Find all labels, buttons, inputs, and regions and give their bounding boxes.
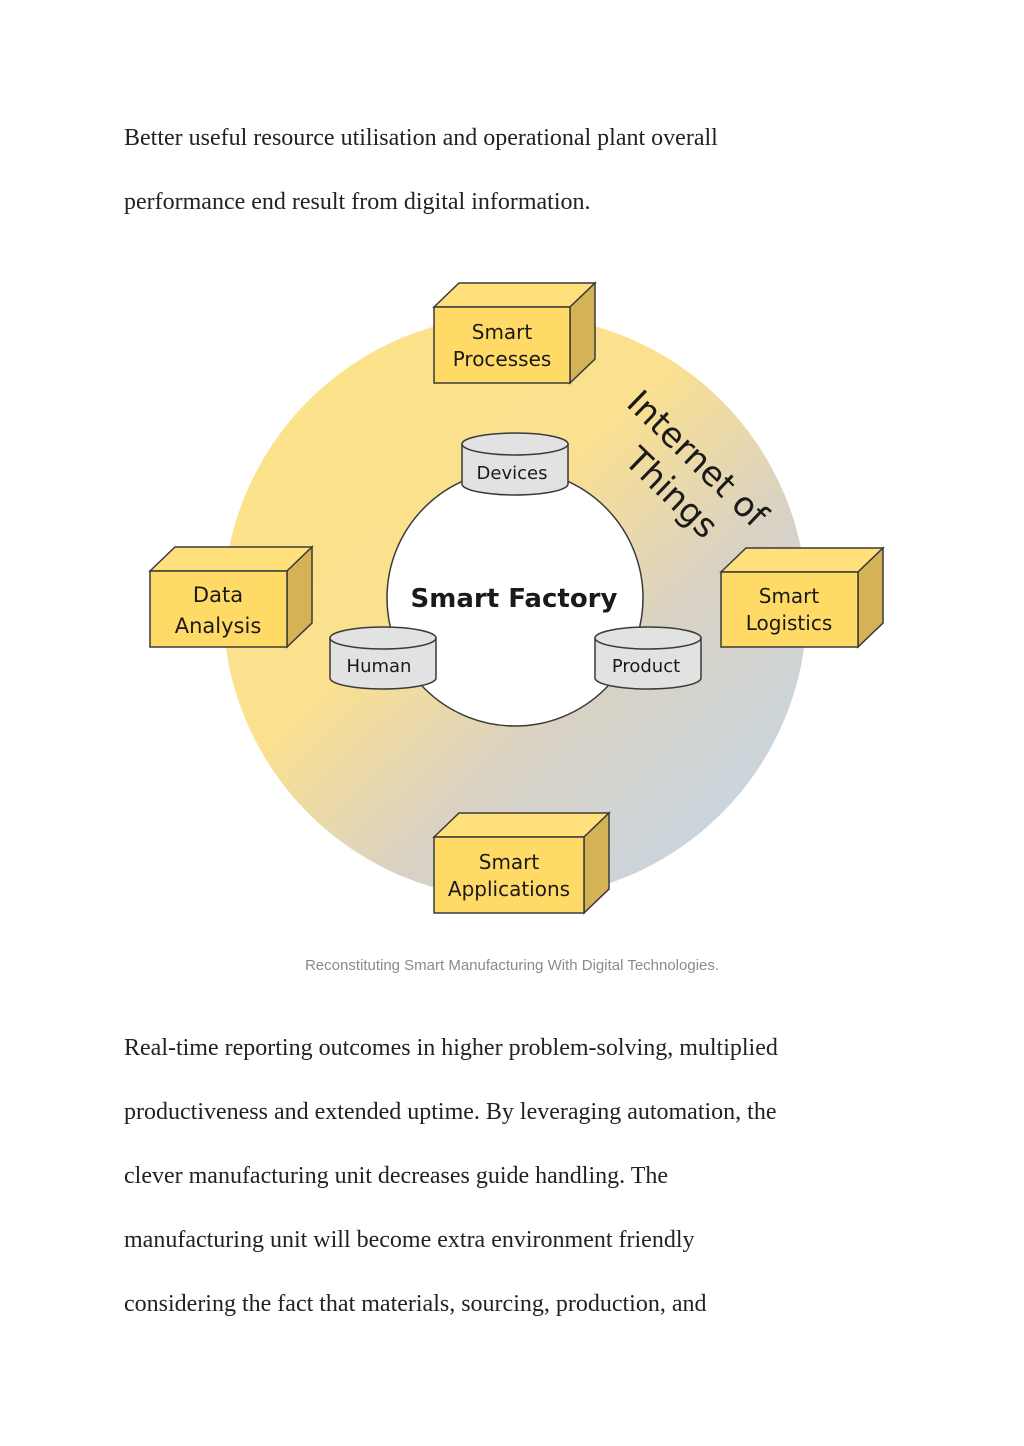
box-label-line1: Data (193, 583, 243, 607)
body-line: productiveness and extended uptime. By l… (124, 1099, 777, 1125)
body-line: Real-time reporting outcomes in higher p… (124, 1035, 778, 1061)
cylinder-human: Human (329, 626, 437, 690)
intro-line: Better useful resource utilisation and o… (124, 125, 718, 151)
box-label-line2: Logistics (746, 611, 833, 635)
body-line: clever manufacturing unit decreases guid… (124, 1163, 669, 1189)
box-label-line2: Analysis (175, 614, 262, 638)
intro-paragraph: Better useful resource utilisation and o… (124, 106, 924, 234)
intro-line: performance end result from digital info… (124, 189, 591, 215)
body-line: manufacturing unit will become extra env… (124, 1227, 695, 1253)
box-smart-processes: Smart Processes (432, 281, 597, 385)
box-label-line2: Applications (448, 877, 570, 901)
box-label-line2: Processes (453, 347, 552, 371)
cylinder-label: Human (347, 656, 412, 677)
body-paragraph: Real-time reporting outcomes in higher p… (124, 1016, 924, 1336)
center-label: Smart Factory (411, 584, 618, 614)
box-smart-logistics: Smart Logistics (719, 546, 885, 649)
box-label-line1: Smart (472, 320, 533, 344)
body-line: considering the fact that materials, sou… (124, 1291, 707, 1317)
box-label-line1: Smart (759, 584, 820, 608)
smart-factory-diagram: Internet of Things Smart Factory Devices… (0, 270, 1024, 930)
cylinder-devices: Devices (461, 432, 569, 496)
figure-caption: Reconstituting Smart Manufacturing With … (304, 957, 720, 974)
cylinder-product: Product (594, 626, 702, 690)
box-data-analysis: Data Analysis (148, 545, 314, 649)
diagram-svg: Internet of Things Smart Factory Devices… (148, 281, 885, 915)
cylinder-label: Devices (477, 463, 548, 484)
box-label-line1: Smart (479, 850, 540, 874)
box-smart-applications: Smart Applications (432, 811, 611, 915)
cylinder-label: Product (612, 656, 680, 677)
